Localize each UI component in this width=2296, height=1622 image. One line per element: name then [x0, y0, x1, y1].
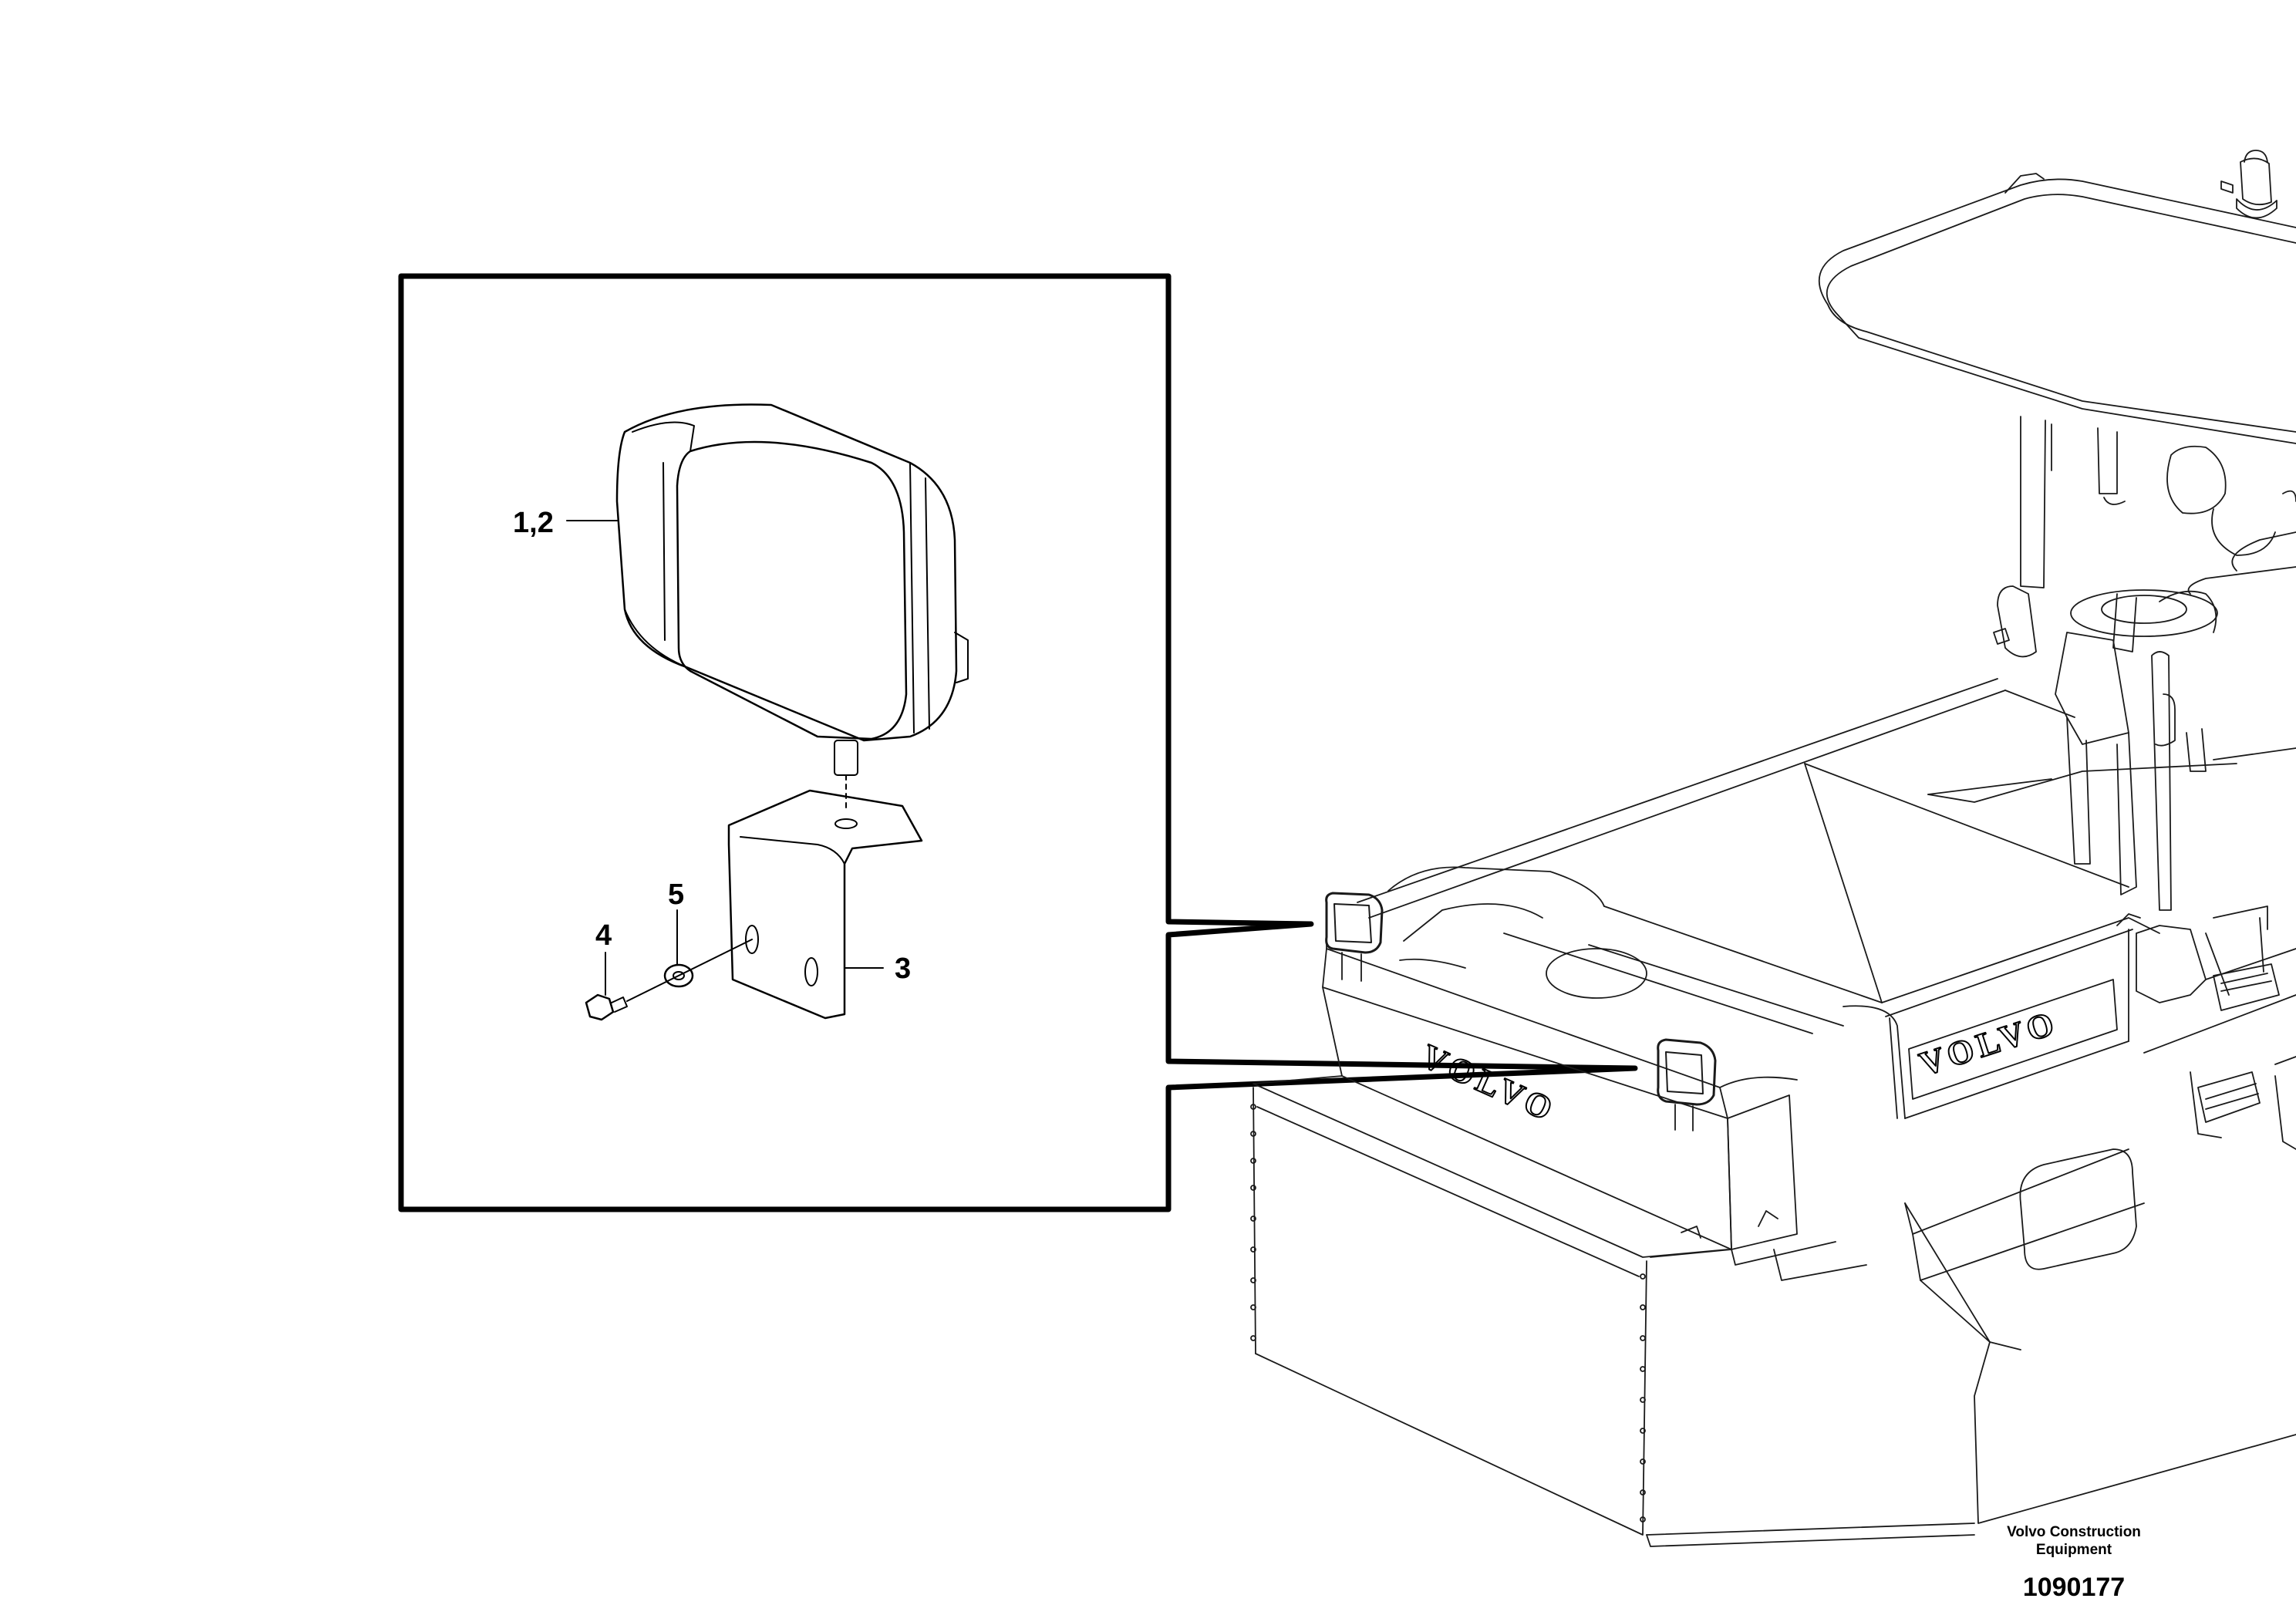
- callout-4: 4: [595, 919, 612, 952]
- rivet-row: [1251, 1104, 1645, 1522]
- callout-1-2: 1,2: [513, 507, 554, 539]
- installed-lamp-left: [1327, 893, 1382, 981]
- installed-lamp-right: [1658, 1040, 1715, 1131]
- canopy-roof: [1819, 174, 2296, 443]
- detail-frame: [401, 276, 1635, 1209]
- bolt: [586, 995, 627, 1020]
- footer: Volvo Construction Equipment 1090177: [1943, 1523, 2205, 1603]
- callout-5: 5: [668, 878, 684, 911]
- drawing-reference-number: 1090177: [2022, 1573, 2126, 1602]
- detail-inset: 1,2 3 4 5: [401, 276, 1635, 1209]
- work-lamp: [617, 404, 968, 810]
- manufacturer-line-2: Equipment: [2035, 1542, 2112, 1558]
- machine-illustration: VOLVO: [1251, 150, 2296, 1546]
- mounting-bracket: [729, 791, 922, 1018]
- machine-logo-front: VOLVO: [1416, 1037, 1562, 1129]
- engine-hood: [1388, 764, 2159, 1118]
- callout-3: 3: [895, 953, 911, 985]
- beacon-lamp: [2221, 150, 2277, 218]
- screed-box: [1253, 922, 1974, 1546]
- fastener-axis: [627, 939, 752, 1001]
- manufacturer-line-1: Volvo Construction: [2007, 1524, 2141, 1540]
- washer: [665, 965, 693, 986]
